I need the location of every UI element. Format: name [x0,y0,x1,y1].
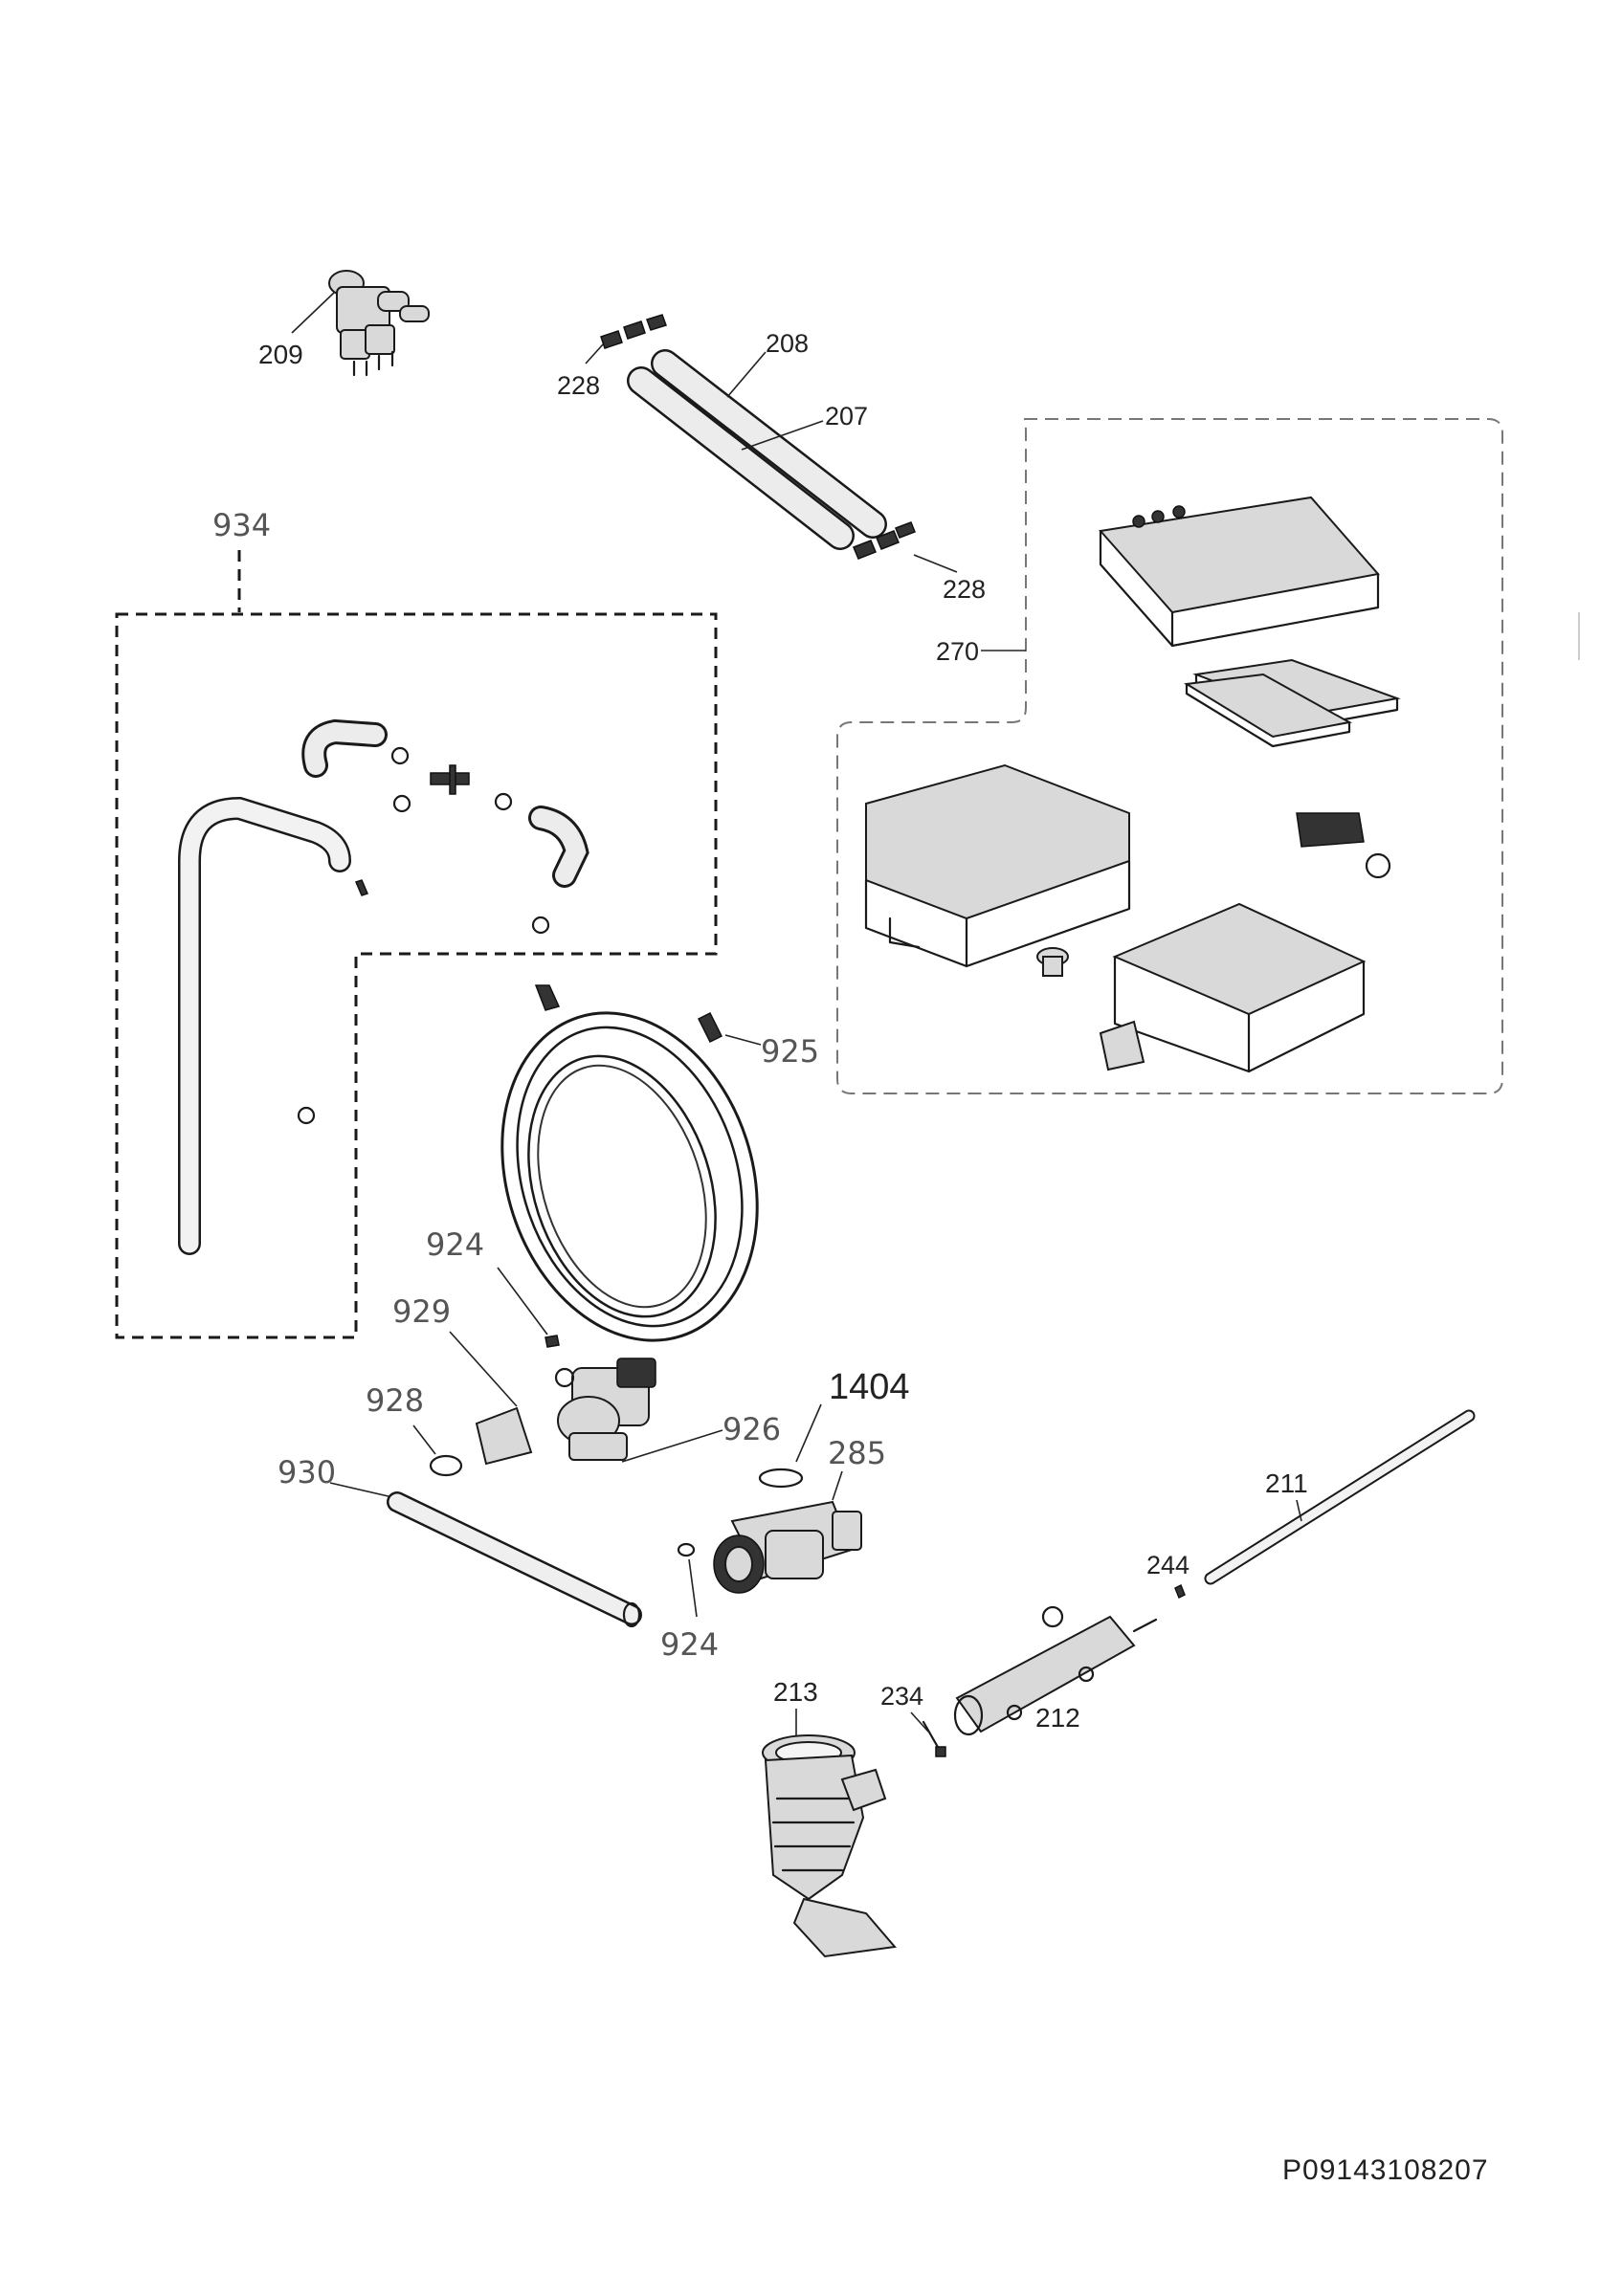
kit-934-contents [178,718,589,1255]
label-208: 208 [766,329,809,358]
leader-207 [741,420,824,451]
leader-924-lower [688,1558,698,1618]
leader-228-bottom [913,554,958,573]
label-244: 244 [1146,1551,1189,1579]
label-270: 270 [936,637,979,666]
label-924-lower: 924 [660,1626,719,1663]
label-209: 209 [258,340,303,369]
door-seal-bellow [500,984,759,1342]
part-208-pipe [651,349,887,539]
kit-270-boundary [836,418,1503,1094]
label-930: 930 [278,1454,336,1490]
document-code: P09143108207 [1282,2154,1489,2186]
leader-928 [412,1424,436,1455]
leader-285 [832,1470,843,1501]
part-285-drain-pump [713,1468,862,1594]
label-211: 211 [1265,1468,1308,1498]
label-228-top: 228 [557,371,600,400]
leader-926 [621,1429,723,1463]
part-228-clips-top [600,314,667,349]
label-926: 926 [723,1411,781,1447]
part-924-lower [677,1542,696,1557]
leader-228-top [585,343,604,364]
part-213-sump-hose [762,1734,897,1958]
part-228-clips-bottom [853,521,916,560]
part-930-drain-hose [387,1491,642,1628]
label-1404: 1404 [829,1367,910,1407]
label-925: 925 [761,1033,819,1070]
label-234: 234 [880,1682,923,1711]
leader-209 [291,291,336,334]
part-925-connector [697,1011,723,1044]
leader-208 [726,351,767,398]
label-929: 929 [392,1293,451,1330]
label-207: 207 [825,402,868,430]
kit-934-boundary [115,612,718,1339]
kit-270-contents [864,496,1401,1073]
label-285: 285 [828,1435,886,1471]
part-926-pump [554,1358,656,1461]
label-934: 934 [212,507,271,543]
part-211-tube [1204,1409,1476,1585]
part-924-upper [545,1335,560,1348]
part-212-chamber [953,1605,1158,1736]
leader-929 [449,1331,518,1407]
leader-924-upper [497,1267,548,1336]
part-929-pad [475,1406,533,1466]
part-234-pin [922,1720,946,1757]
leader-1404 [795,1403,822,1463]
leader-925 [724,1034,762,1046]
part-928-clamp [429,1454,463,1477]
leader-211 [1296,1499,1302,1522]
label-924-upper: 924 [426,1226,484,1263]
label-212: 212 [1035,1703,1080,1733]
part-244-clip [1174,1583,1186,1600]
label-213: 213 [773,1677,818,1707]
part-209-inlet-valve [328,270,430,377]
label-928: 928 [366,1382,424,1419]
leader-234 [910,1711,929,1733]
leader-930 [329,1482,393,1498]
label-228-bottom: 228 [943,575,986,604]
part-207-pipe [627,366,855,550]
